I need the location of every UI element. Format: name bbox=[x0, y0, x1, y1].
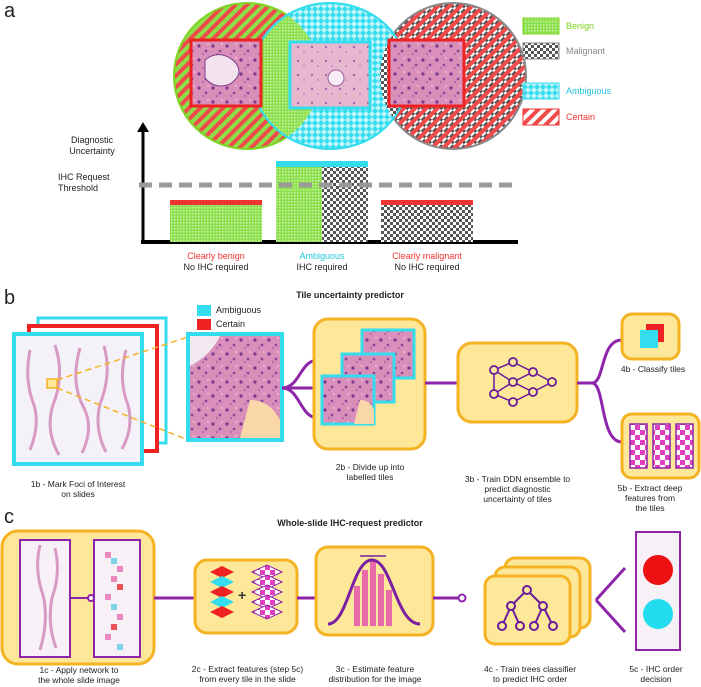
ihc-decision-slide bbox=[635, 531, 681, 651]
bar-sub-malignant: No IHC required bbox=[394, 262, 460, 272]
step-1c-line2: the whole slide image bbox=[38, 675, 120, 685]
step-5b-label: 5b - Extract deep features from the tile… bbox=[600, 483, 700, 513]
step-3b-line2: predict diagnostic bbox=[484, 484, 551, 494]
step-1c-line1: 1c - Apply network to bbox=[39, 665, 119, 675]
ihc-yes-dot bbox=[643, 555, 673, 585]
bar-clearly-malignant bbox=[381, 204, 473, 242]
bar-label-ambiguous: Ambiguous IHC required bbox=[266, 251, 378, 273]
legend-malignant-label: Malignant bbox=[566, 46, 606, 56]
step-5c-line1: 5c - IHC order bbox=[629, 664, 683, 674]
threshold-label-line2: Threshold bbox=[58, 183, 99, 193]
bar-ambiguous-malignant bbox=[322, 166, 368, 242]
step-3b-line1: 3b - Train DDN ensemble to bbox=[464, 474, 571, 484]
step-3b-line3: uncertainty of tiles bbox=[483, 494, 552, 504]
step-3c-line1: 3c - Estimate feature bbox=[335, 664, 415, 674]
step-5c-line2: decision bbox=[640, 674, 672, 684]
ambiguous-swatch bbox=[522, 82, 560, 100]
threshold-label: IHC Request Threshold bbox=[58, 172, 138, 194]
panel-letter-c: c bbox=[4, 506, 14, 528]
step-4c-label: 4c - Train trees classifier to predict I… bbox=[465, 664, 595, 684]
bar-ambiguous-benign bbox=[276, 166, 322, 242]
benign-swatch bbox=[522, 17, 560, 35]
y-axis-label: Diagnostic Uncertainty bbox=[52, 135, 132, 157]
step-1b-line2: on slides bbox=[61, 489, 95, 499]
legend-b-certain: Certain bbox=[216, 319, 246, 329]
step-3b-label: 3b - Train DDN ensemble to predict diagn… bbox=[440, 474, 595, 504]
step-2b-line2: labelled tiles bbox=[346, 472, 394, 482]
y-axis-arrow bbox=[137, 122, 149, 132]
step-4c-line1: 4c - Train trees classifier bbox=[483, 664, 577, 674]
step-2c-line2: from every tile in the slide bbox=[199, 674, 296, 684]
uncertainty-chart bbox=[137, 122, 518, 244]
bar-title-malignant: Clearly malignant bbox=[392, 251, 462, 261]
panel-letter-a: a bbox=[4, 0, 16, 22]
bar-label-malignant: Clearly malignant No IHC required bbox=[371, 251, 483, 273]
step-2c-line1: 2c - Extract features (step 5c) bbox=[191, 664, 304, 674]
certain-swatch bbox=[522, 108, 560, 126]
bar-title-benign: Clearly benign bbox=[187, 251, 245, 261]
legend-b-ambiguous: Ambiguous bbox=[216, 305, 262, 315]
step-3c-label: 3c - Estimate feature distribution for t… bbox=[310, 664, 440, 684]
step-5c-label: 5c - IHC order decision bbox=[612, 664, 700, 684]
bar-clearly-benign bbox=[170, 204, 262, 242]
section-c-title: Whole-slide IHC-request predictor bbox=[277, 518, 423, 528]
step-2b-line1: 2b - Divide up into bbox=[335, 462, 405, 472]
y-axis-label-line1: Diagnostic bbox=[70, 135, 114, 145]
step-5b-line1: 5b - Extract deep bbox=[617, 483, 683, 493]
malignant-tissue-image bbox=[387, 38, 466, 108]
step-4c-line2: to predict IHC order bbox=[492, 674, 568, 684]
venn-diagram bbox=[173, 2, 527, 150]
threshold-label-line1: IHC Request bbox=[58, 172, 110, 182]
step-5b-line2: features from bbox=[624, 493, 676, 503]
legend-certain-label: Certain bbox=[566, 112, 596, 122]
malignant-swatch bbox=[522, 42, 560, 60]
panel-letter-b: b bbox=[4, 287, 16, 309]
bar-title-ambiguous: Ambiguous bbox=[299, 251, 345, 261]
step-1c-label: 1c - Apply network to the whole slide im… bbox=[4, 665, 154, 685]
step-5b-line3: the tiles bbox=[635, 503, 665, 513]
step-3c-line2: distribution for the image bbox=[328, 674, 422, 684]
section-b-title: Tile uncertainty predictor bbox=[296, 290, 404, 300]
panel-c-artwork: + bbox=[0, 529, 681, 666]
step-2c-label: 2c - Extract features (step 5c) from eve… bbox=[170, 664, 325, 684]
panel-b-artwork bbox=[12, 305, 701, 480]
step-4b-label: 4b - Classify tiles bbox=[620, 364, 686, 374]
legend-certain-swatch bbox=[197, 319, 211, 330]
legend-ambiguous-label: Ambiguous bbox=[566, 86, 612, 96]
bar-sub-ambiguous: IHC required bbox=[296, 262, 348, 272]
legend-ambiguous-swatch bbox=[197, 305, 211, 316]
step-2b-label: 2b - Divide up into labelled tiles bbox=[300, 462, 440, 482]
step-1b-label: 1b - Mark Foci of Interest on slides bbox=[8, 479, 148, 499]
svg-text:+: + bbox=[238, 587, 246, 603]
legend-benign-label: Benign bbox=[566, 21, 595, 31]
step-1b-line1: 1b - Mark Foci of Interest bbox=[30, 479, 126, 489]
ihc-no-dot bbox=[643, 599, 673, 629]
bar-sub-benign: No IHC required bbox=[183, 262, 249, 272]
bar-label-benign: Clearly benign No IHC required bbox=[160, 251, 272, 273]
y-axis-label-line2: Uncertainty bbox=[69, 146, 115, 156]
